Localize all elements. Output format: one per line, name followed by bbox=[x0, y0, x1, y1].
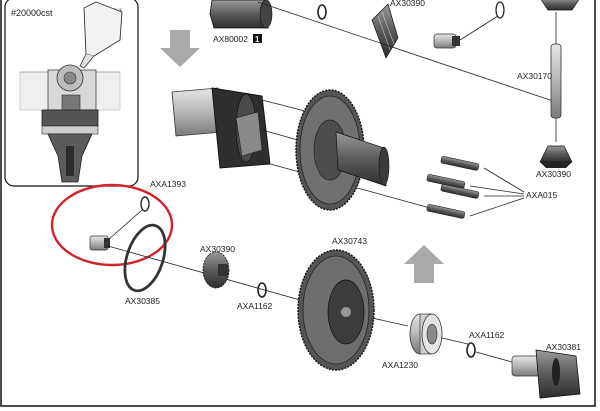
oil-bottle-icon bbox=[79, 1, 123, 69]
bushing-leader bbox=[107, 209, 143, 241]
highlight-circle bbox=[50, 183, 174, 267]
part-label-ax30381: AX30381 bbox=[546, 342, 581, 352]
lower-oring bbox=[257, 282, 267, 298]
up-arrow-icon bbox=[404, 245, 444, 283]
top-bevel-gear-icon bbox=[371, 3, 399, 59]
lower-bevel-gear-icon bbox=[202, 251, 230, 289]
screw-leader-1 bbox=[483, 167, 525, 193]
part-label-ax30385: AX30385 bbox=[125, 296, 160, 306]
part-label-axa1162-lower: AXA1162 bbox=[237, 301, 273, 311]
middle-spur-gear bbox=[295, 89, 390, 211]
right-oring bbox=[466, 342, 476, 358]
qty-badge-text: 1 bbox=[255, 35, 260, 44]
lower-spur-gear bbox=[297, 249, 375, 371]
top-right-gear-icon bbox=[540, 0, 580, 11]
part-label-axa015: AXA015 bbox=[526, 190, 557, 200]
right-bevel-gear-icon bbox=[539, 145, 573, 168]
top-diff-case bbox=[209, 0, 273, 29]
screw-leader-2 bbox=[469, 185, 525, 195]
inset-diff-case bbox=[41, 64, 99, 183]
lower-axis-4 bbox=[475, 351, 513, 363]
screw-set-icon bbox=[426, 156, 480, 219]
lower-axis-3 bbox=[441, 337, 469, 345]
lower-axis-2 bbox=[371, 317, 409, 327]
middle-diff-case bbox=[171, 87, 271, 169]
part-label-ax30743: AX30743 bbox=[332, 236, 367, 246]
top-pin-icon bbox=[433, 1, 505, 49]
gasket-ring bbox=[123, 223, 167, 293]
part-label-axa1393: AXA1393 bbox=[150, 179, 186, 189]
screw-leader-4 bbox=[469, 197, 525, 217]
down-arrow-icon bbox=[160, 30, 200, 67]
inset-panel: #20000cst Diff Oil bbox=[4, 0, 139, 187]
top-oring bbox=[317, 4, 327, 20]
part-label-ax30390-lower: AX30390 bbox=[200, 244, 235, 254]
part-label-axa1162-right: AXA1162 bbox=[469, 330, 505, 340]
outdrive-icon bbox=[511, 349, 581, 399]
cross-shaft bbox=[550, 43, 562, 119]
part-label-ax30170: AX30170 bbox=[517, 71, 552, 81]
part-label-ax30390-top: AX30390 bbox=[390, 0, 425, 8]
bearing-icon bbox=[409, 313, 443, 355]
part-label-ax30390-right: AX30390 bbox=[536, 169, 571, 179]
qty-badge bbox=[253, 34, 262, 43]
left-bushing-icon bbox=[89, 235, 110, 251]
oil-weight-label: #20000cst bbox=[11, 8, 53, 18]
part-label-ax80002: AX80002 bbox=[213, 34, 248, 44]
pin-leader bbox=[459, 15, 499, 41]
axis-line-top bbox=[257, 1, 557, 103]
left-oring bbox=[140, 196, 150, 212]
part-label-axa1230: AXA1230 bbox=[382, 360, 418, 370]
